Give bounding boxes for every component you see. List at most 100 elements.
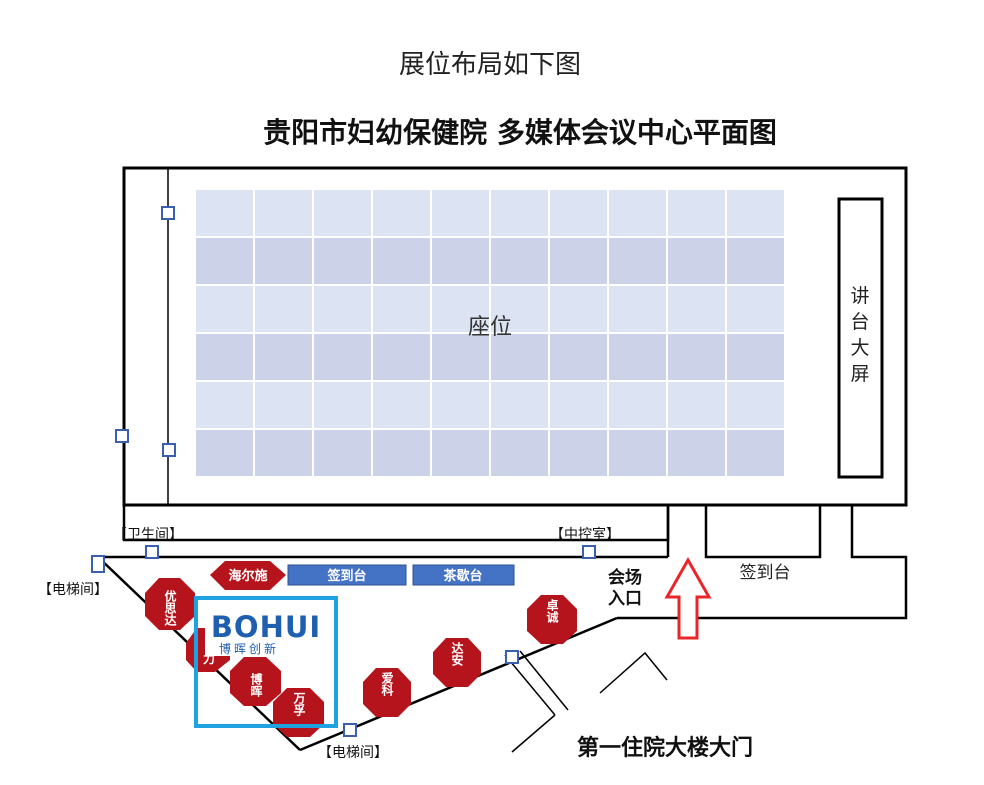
elevator-label: 【电梯间】 (38, 582, 108, 598)
seat-block (727, 382, 784, 428)
seat-block (491, 190, 548, 236)
highlighted-booth-frame (194, 596, 338, 728)
seat-block (314, 430, 371, 476)
signin-desk-label: 签到台 (326, 568, 366, 584)
seat-block (727, 238, 784, 284)
seat-block (314, 382, 371, 428)
booth-label: 博晖 (249, 672, 263, 698)
seat-block (373, 382, 430, 428)
booth-aike: 爱科 (363, 668, 411, 717)
seat-block (314, 190, 371, 236)
seat-block (373, 238, 430, 284)
seat-block (255, 334, 312, 380)
signin-desk (287, 564, 407, 586)
seat-block (609, 430, 666, 476)
seat-block (432, 334, 489, 380)
seat-block (314, 334, 371, 380)
seat-block (609, 334, 666, 380)
seat-block (609, 190, 666, 236)
entrance-label: 会场 (608, 567, 642, 588)
seat-block (196, 382, 253, 428)
seat-block (668, 286, 725, 332)
seat-block (550, 190, 607, 236)
booth-daan: 达安 (433, 638, 481, 687)
seat-block (491, 334, 548, 380)
conference-hall-wall (122, 166, 908, 507)
seat-block (491, 238, 548, 284)
seat-block (727, 334, 784, 380)
main-gate-label: 第一住院大楼大门 (577, 735, 753, 761)
seat-block (432, 382, 489, 428)
elevator-label: 【电梯间】 (318, 745, 388, 761)
booth-label: 卓诚 (545, 598, 559, 624)
seat-block (727, 430, 784, 476)
booth-label: 海尔施 (228, 568, 267, 584)
entrance-arrow (664, 556, 712, 640)
bohui-tagline: 博晖创新 (219, 641, 279, 656)
booth-label: 优思达 (163, 589, 177, 627)
seat-block (550, 238, 607, 284)
seat-block (432, 286, 489, 332)
seat-block (550, 430, 607, 476)
seat-block (255, 430, 312, 476)
tea-break-desk (412, 564, 515, 586)
booth-yousida: 优思达 (145, 578, 195, 630)
door-markers (91, 206, 596, 737)
plan-title: 贵阳市妇幼保健院 多媒体会议中心平面图 (263, 116, 777, 149)
screen-char: 大 (850, 337, 869, 359)
seating-grid (196, 190, 784, 476)
seat-block (373, 190, 430, 236)
seat-block (255, 382, 312, 428)
bohui-wordmark: BOHUI (211, 610, 321, 644)
seat-block (373, 430, 430, 476)
seat-block (373, 334, 430, 380)
entrance-label: 入口 (608, 589, 642, 609)
seat-block (727, 190, 784, 236)
booth-label: 爱科 (380, 671, 394, 697)
lobby-walls (504, 650, 668, 753)
seat-block (196, 190, 253, 236)
seat-block (609, 286, 666, 332)
booth-bohui: 博晖 (230, 657, 281, 706)
stage-screen (837, 197, 884, 479)
seat-block (491, 286, 548, 332)
screen-char: 屏 (850, 363, 869, 385)
seat-block (432, 190, 489, 236)
seat-block (314, 286, 371, 332)
seat-block (609, 382, 666, 428)
tea-break-desk-label: 茶歇台 (443, 568, 482, 584)
seating-label: 座位 (468, 315, 512, 340)
seat-block (196, 334, 253, 380)
seat-block (668, 382, 725, 428)
restroom-label: 【卫生间】 (113, 527, 183, 543)
seat-block (609, 238, 666, 284)
signin-area-label: 签到台 (740, 563, 791, 583)
seat-block (432, 238, 489, 284)
stage-screen-label: 讲 台 大 屏 (850, 285, 869, 385)
seat-block (196, 286, 253, 332)
seat-block (668, 430, 725, 476)
booth-label: 万孚 (292, 692, 306, 717)
seat-block (255, 190, 312, 236)
bohui-logo-background (205, 604, 327, 656)
control-room-label: 【中控室】 (550, 526, 620, 543)
seat-block (314, 238, 371, 284)
seat-block (196, 238, 253, 284)
seat-block (668, 190, 725, 236)
seat-block (491, 382, 548, 428)
booth-haier: 海尔施 (210, 561, 286, 590)
seat-block (550, 382, 607, 428)
screen-char: 台 (850, 311, 869, 333)
seat-block (550, 334, 607, 380)
seat-block (255, 286, 312, 332)
seat-block (255, 238, 312, 284)
seat-block (196, 430, 253, 476)
booth-zhuocheng: 卓诚 (527, 595, 577, 644)
seat-block (550, 286, 607, 332)
seat-block (668, 334, 725, 380)
seat-block (727, 286, 784, 332)
seat-block (491, 430, 548, 476)
seat-block (373, 286, 430, 332)
page-heading: 展位布局如下图 (399, 50, 581, 80)
